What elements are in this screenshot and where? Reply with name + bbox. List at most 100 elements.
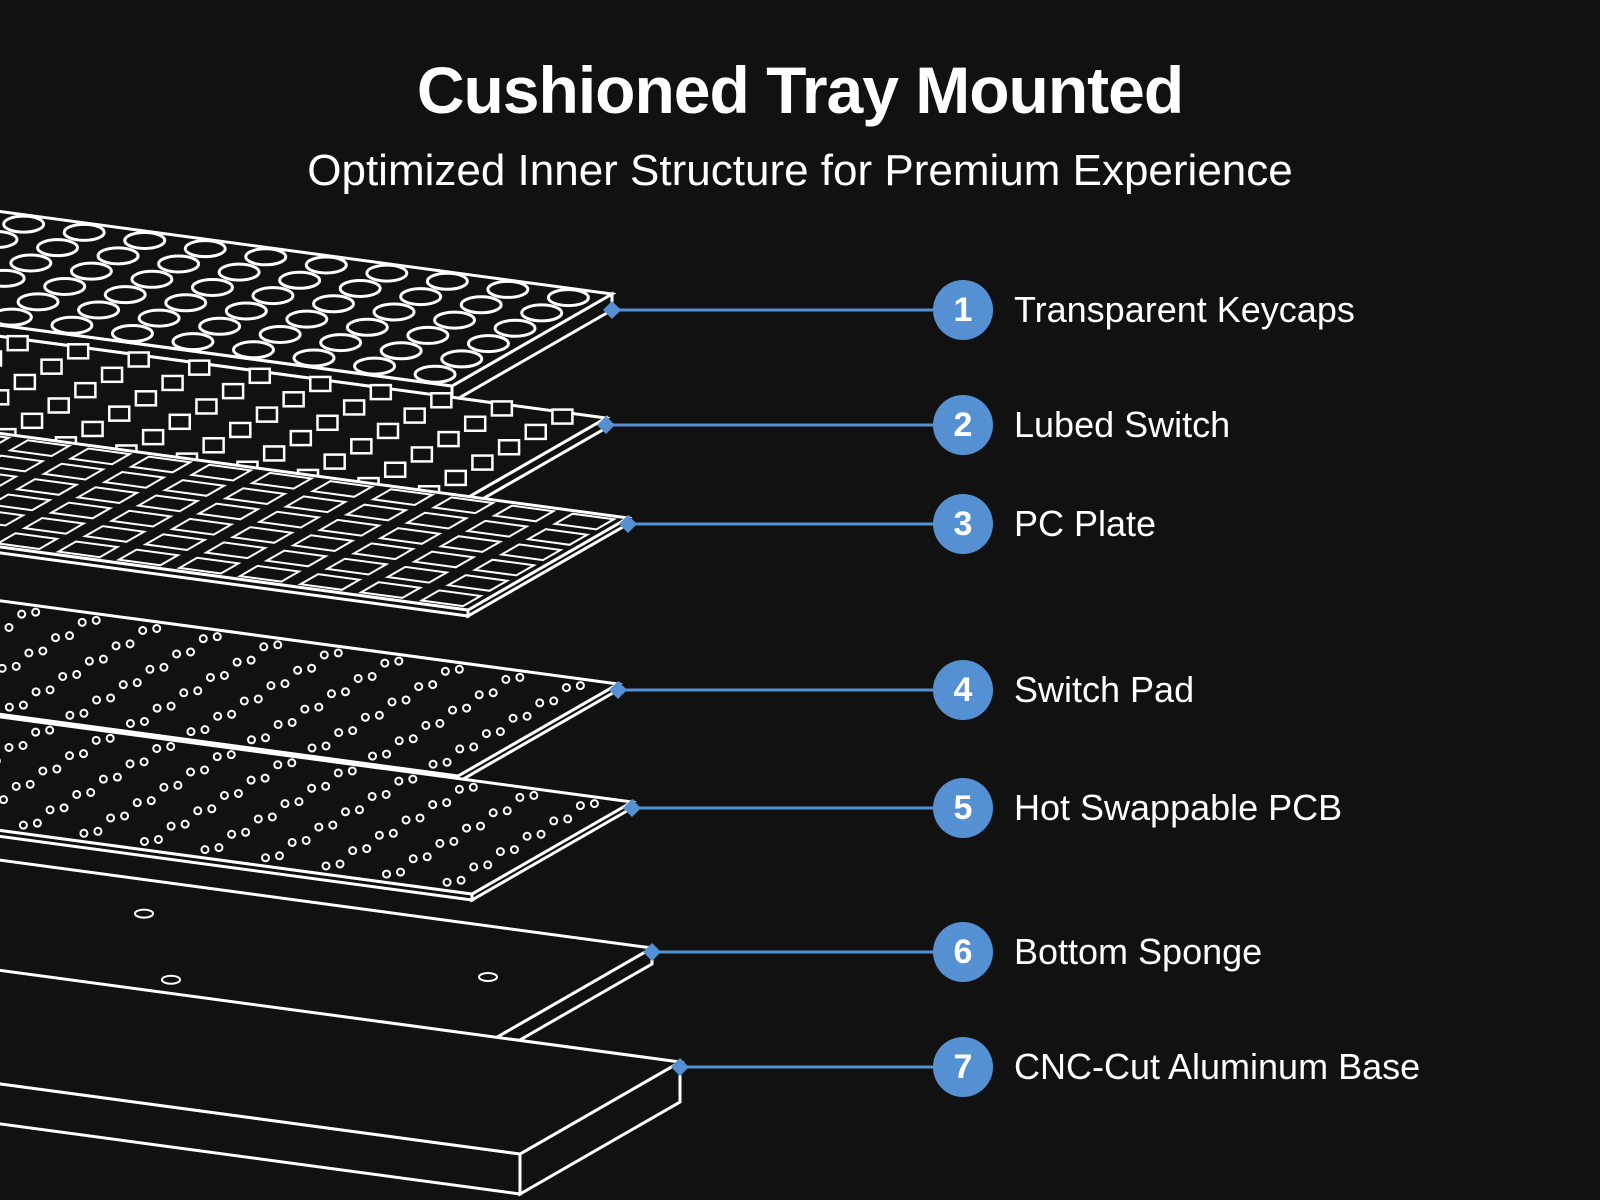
switch [471,454,494,471]
switch [66,343,90,360]
layer-top-base [0,968,685,1156]
switch [490,400,514,417]
pad-hole [246,735,256,745]
layer-number-badge: 6 [933,922,993,982]
keycap [425,271,469,291]
plate-cutout [222,487,288,506]
pad-hole [4,743,14,752]
pad-hole [422,852,432,862]
plate-cutout [188,463,254,482]
plate-cutout [0,493,53,512]
plate-cutout [74,486,140,505]
pad-hole [266,681,276,691]
pad-hole [172,649,182,659]
pad-hole [287,717,297,727]
keycap [311,294,355,314]
pad-hole [448,705,458,715]
pad-hole [333,648,343,658]
pad-hole [186,767,196,777]
keycap [372,302,416,322]
pad-hole [65,710,75,720]
pad-hole [260,853,270,863]
pad-hole [326,689,336,699]
plate-cutout [40,462,107,481]
pad-hole [253,814,263,824]
pad-hole [153,834,163,844]
layer-front-base [0,1082,522,1196]
pad-hole [335,859,345,869]
switch [187,359,211,376]
plate-cutout [128,455,194,474]
plate-cutout [108,509,174,528]
pad-hole [200,845,210,855]
pad-hole [186,647,196,657]
pad-hole [382,749,392,759]
plate-cutout [350,542,416,561]
pad-hole [105,733,115,743]
pad-hole [287,837,297,847]
switch [369,383,393,401]
sponge-hole [161,974,181,985]
pad-hole [77,617,87,627]
switch [74,381,97,399]
pad-hole [159,662,169,672]
pad-hole [227,829,237,839]
pad-hole [0,795,9,805]
pad-hole [139,836,149,846]
plate-cutout [551,512,617,531]
pad-hole [522,711,532,721]
keycap [164,293,208,313]
pad-hole [186,727,196,737]
pad-hole [575,681,585,691]
pad-hole [367,671,377,681]
pad-hole [348,846,358,856]
pad-hole [428,759,438,769]
pad-hole [219,790,229,800]
pad-hole [98,654,108,664]
keycap [198,316,242,336]
pad-hole [106,693,116,703]
pad-hole [360,712,370,722]
plate-cutout [142,533,208,552]
pad-hole [414,682,424,692]
pad-hole [106,813,116,823]
pad-hole [180,819,190,829]
pad-hole [408,734,418,744]
pad-hole [159,782,169,792]
pad-hole [84,656,94,666]
pad-hole [219,670,229,680]
switch [524,423,547,441]
pad-hole [212,632,222,642]
switch [100,366,124,384]
layer-label: Transparent Keycaps [1014,289,1355,330]
keycap [365,263,409,283]
keycap [110,323,154,343]
keycap [440,349,484,369]
pad-hole [207,804,217,814]
switch [40,358,63,375]
pad-hole [495,847,505,857]
switch [168,413,192,431]
pad-hole [488,808,498,818]
pad-hole [18,820,28,830]
switch [323,453,346,470]
pad-hole [52,764,62,774]
pad-hole [340,687,350,697]
plate-cutout [357,581,424,599]
pad-hole [38,646,48,656]
pad-hole [253,694,263,704]
keycap [103,285,147,305]
keycap [16,292,60,312]
keycap [69,261,113,281]
pad-hole [428,800,438,810]
pad-hole [59,803,69,813]
pad-hole [442,798,452,808]
plate-cutout [67,447,133,466]
pad-hole [79,749,89,759]
switch [255,406,279,423]
keycap [43,276,87,296]
pad-hole [274,851,284,861]
pad-hole [435,718,445,728]
plate-cutout [316,518,383,537]
keycap [258,324,302,344]
